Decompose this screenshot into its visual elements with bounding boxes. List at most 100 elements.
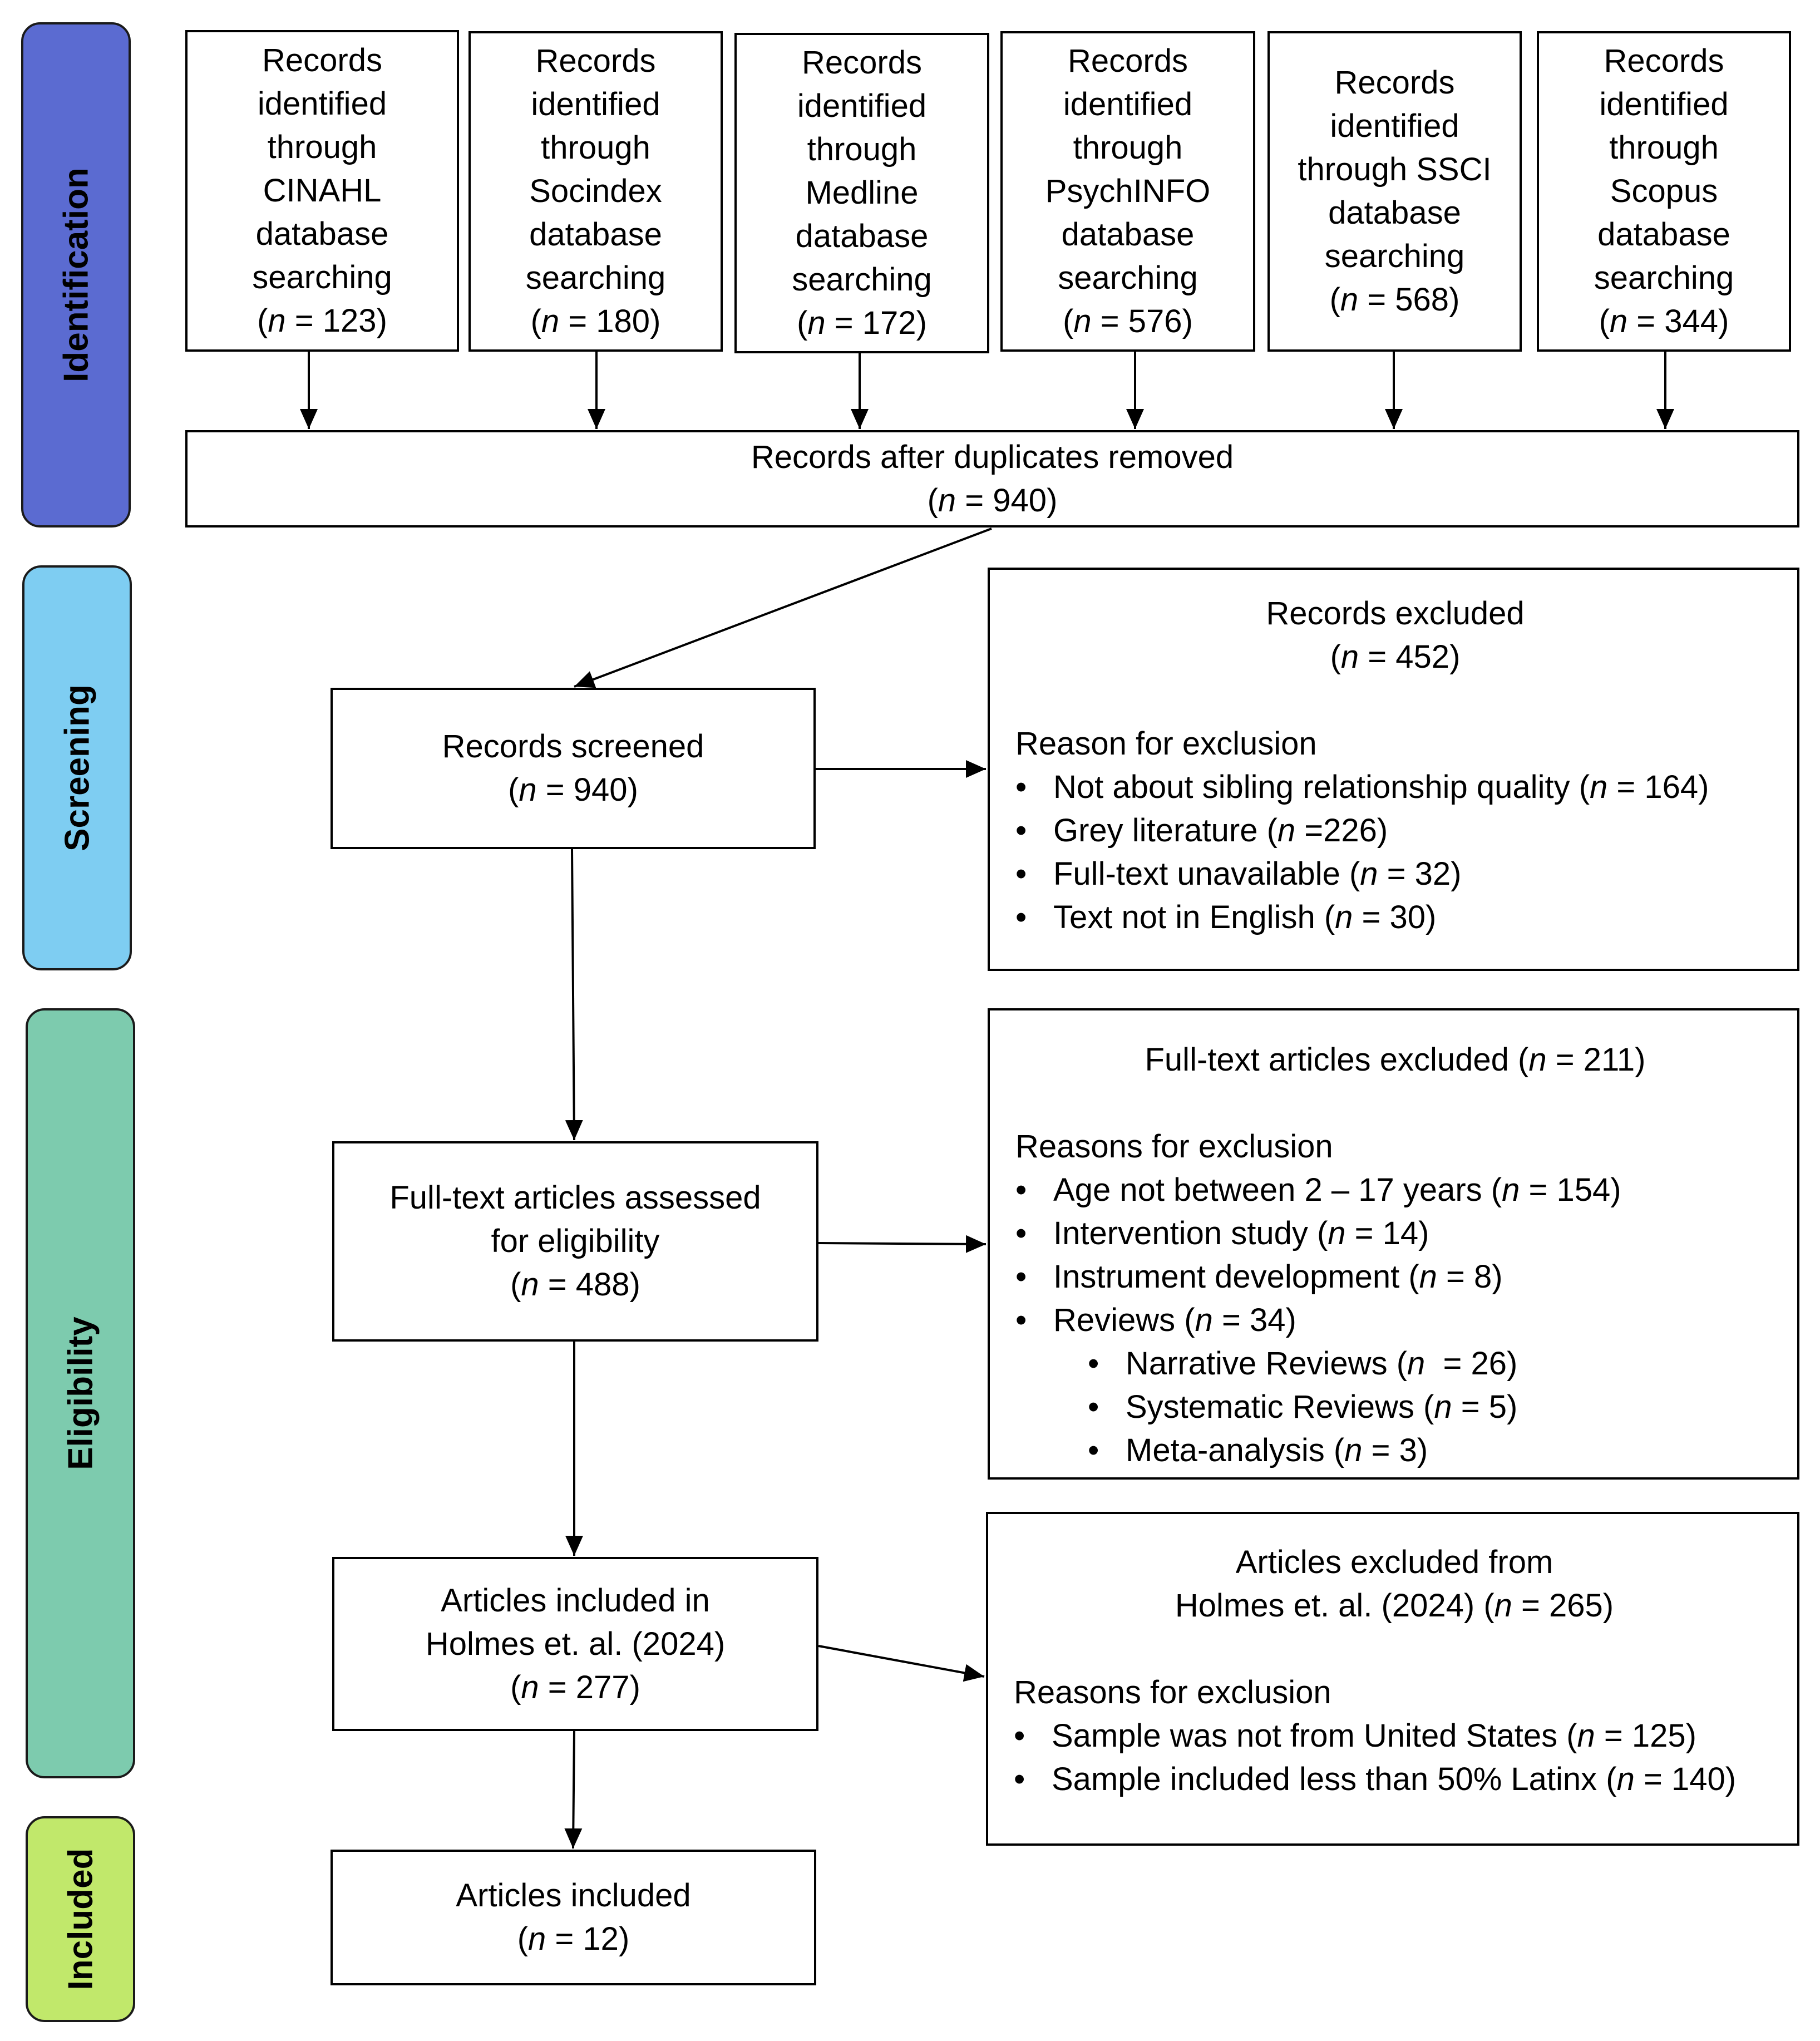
source-label-line: searching: [1594, 260, 1734, 296]
arrow-holmes-to-excluded: [818, 1645, 985, 1682]
duplicates-removed-box: Records after duplicates removed (n = 94…: [185, 430, 1799, 527]
records-excluded-reasons: Not about sibling relationship quality (…: [1015, 766, 1775, 939]
source-label-line: Records: [1604, 43, 1724, 79]
holmes-included-box: Articles included in Holmes et. al. (202…: [332, 1557, 818, 1731]
arrow-screened-to-fulltext: [565, 849, 583, 1141]
holmes-included-line-1: Articles included in: [441, 1582, 710, 1619]
holmes-excluded-reason-heading: Reasons for exclusion: [1014, 1674, 1331, 1710]
fulltext-title-line-1: Full-text articles assessed: [389, 1180, 761, 1216]
n-symbol: n: [519, 772, 537, 808]
source-label-line: searching: [525, 260, 666, 296]
list-item-sub: Systematic Reviews (n = 5): [1015, 1386, 1775, 1429]
list-item: Sample included less than 50% Latinx (n …: [1014, 1758, 1775, 1801]
source-label-line: database: [255, 216, 389, 252]
n-symbol: n: [1340, 639, 1359, 675]
stage-included: Included: [26, 1816, 135, 2022]
source-label-line: Records: [1334, 65, 1455, 101]
arrow-fulltext-to-excluded: [818, 1235, 987, 1253]
source-label-line: PsychINFO: [1045, 173, 1211, 209]
source-label-line: through: [807, 131, 917, 167]
fulltext-excluded-title: Full-text articles excluded (n = 211): [1145, 1042, 1646, 1078]
source-label-line: through SSCI: [1298, 151, 1492, 188]
source-count: (n = 568): [1329, 282, 1460, 318]
list-item: Age not between 2 – 17 years (n = 154): [1015, 1169, 1775, 1212]
source-label-line: identified: [797, 88, 927, 124]
source-count: (n = 172): [797, 305, 927, 341]
source-label-line: searching: [1058, 260, 1198, 296]
fulltext-excluded-reasons: Age not between 2 – 17 years (n = 154) I…: [1015, 1169, 1775, 1472]
source-label-line: through: [1609, 130, 1719, 166]
source-label-line: CINAHL: [263, 172, 382, 209]
holmes-excluded-reasons: Sample was not from United States (n = 1…: [1014, 1714, 1775, 1801]
list-item: Grey literature (n =226): [1015, 809, 1775, 852]
fulltext-n: 488: [575, 1266, 630, 1303]
list-item: Not about sibling relationship quality (…: [1015, 766, 1775, 809]
source-label-line: searching: [792, 262, 932, 298]
records-screened-box: Records screened (n = 940): [331, 688, 816, 849]
holmes-excluded-box: Articles excluded from Holmes et. al. (2…: [986, 1512, 1799, 1846]
n-symbol: n: [938, 482, 956, 519]
list-item: Instrument development (n = 8): [1015, 1255, 1775, 1299]
records-excluded-count: (n = 452): [1330, 639, 1461, 675]
source-label-line: Scopus: [1610, 173, 1718, 209]
records-excluded-reason-heading: Reason for exclusion: [1015, 726, 1317, 762]
source-label-line: database: [795, 218, 929, 254]
screened-count: (n = 940): [508, 772, 638, 808]
holmes-included-line-2: Holmes et. al. (2024): [425, 1625, 726, 1662]
list-item-sub: Meta-analysis (n = 3): [1015, 1429, 1775, 1472]
n-symbol: n: [528, 1921, 546, 1957]
list-item: Sample was not from United States (n = 1…: [1014, 1714, 1775, 1758]
list-item-sub: Narrative Reviews (n = 26): [1015, 1342, 1775, 1386]
source-count: (n = 344): [1599, 303, 1729, 339]
source-count: (n = 576): [1063, 303, 1193, 339]
source-label-line: identified: [257, 86, 387, 122]
holmes-included-count: (n = 277): [510, 1669, 640, 1705]
source-label-line: identified: [1063, 86, 1193, 122]
list-item: Text not in English (n = 30): [1015, 896, 1775, 939]
fulltext-excluded-box: Full-text articles excluded (n = 211) Re…: [988, 1008, 1799, 1480]
source-label-line: Medline: [805, 175, 919, 211]
source-label-line: identified: [1330, 108, 1459, 144]
source-label-line: through: [1073, 130, 1183, 166]
holmes-excluded-title-line-1: Articles excluded from: [1235, 1544, 1553, 1580]
source-label-line: database: [1597, 216, 1730, 253]
n-symbol: n: [521, 1266, 539, 1303]
source-label-line: Records: [535, 43, 656, 79]
fulltext-count: (n = 488): [510, 1266, 640, 1303]
n-symbol: n: [521, 1669, 539, 1705]
records-excluded-title: Records excluded: [1266, 595, 1525, 632]
source-label-line: through: [267, 129, 377, 165]
duplicates-title: Records after duplicates removed: [751, 438, 1234, 475]
source-label-line: Records: [802, 45, 922, 81]
fulltext-excluded-reason-heading: Reasons for exclusion: [1015, 1128, 1333, 1165]
source-count: (n = 180): [530, 303, 661, 339]
records-excluded-box: Records excluded (n = 452) Reason for ex…: [988, 568, 1799, 971]
arrow-holmes-to-included: [564, 1731, 583, 1849]
screened-n: 940: [573, 772, 628, 808]
stage-identification: Identification: [21, 22, 131, 527]
source-label-line: searching: [252, 259, 392, 295]
articles-included-box: Articles included (n = 12): [331, 1850, 816, 1985]
source-label-line: database: [1061, 216, 1195, 253]
records-excluded-n: 452: [1395, 639, 1450, 675]
source-label-line: Records: [262, 42, 382, 78]
source-label-line: searching: [1324, 238, 1465, 274]
source-count: (n = 123): [257, 303, 387, 339]
final-included-n: 12: [583, 1921, 619, 1957]
source-label-line: identified: [1599, 86, 1729, 122]
screened-title: Records screened: [442, 728, 704, 765]
final-included-title: Articles included: [456, 1877, 691, 1914]
fulltext-excluded-n: 211: [1583, 1042, 1635, 1078]
source-label-line: through: [541, 130, 650, 166]
holmes-excluded-n: 265: [1549, 1588, 1603, 1624]
holmes-included-n: 277: [575, 1669, 630, 1705]
list-item: Full-text unavailable (n = 32): [1015, 852, 1775, 896]
duplicates-count: (n = 940): [927, 482, 1058, 519]
source-label-line: database: [529, 216, 662, 253]
arrow-duplicates-to-screened: [574, 527, 992, 688]
